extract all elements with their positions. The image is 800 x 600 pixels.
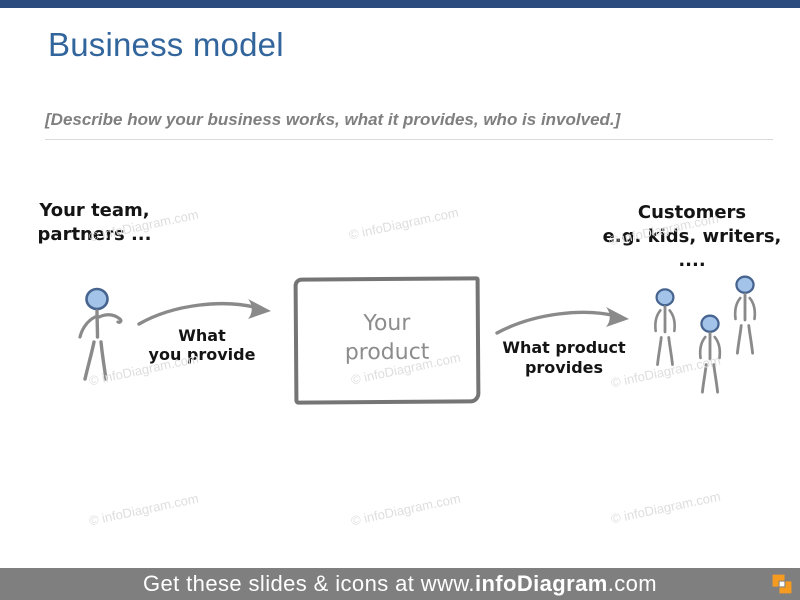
customers-label-line3: .... [678, 250, 706, 271]
left-arrow-label-line1: What [178, 326, 226, 345]
figure-head [85, 287, 109, 311]
slide-subtitle: [Describe how your business works, what … [45, 110, 621, 129]
subtitle-divider [45, 139, 773, 140]
infodiagram-logo-icon [772, 574, 792, 594]
footer-text-suffix: .com [607, 571, 657, 596]
footer-brand: infoDiagram [474, 571, 608, 596]
team-person-figure [78, 287, 123, 381]
product-label-line2: product [344, 339, 430, 366]
watermark: © infoDiagram.com [347, 204, 460, 243]
product-box: Your product [293, 276, 481, 405]
right-arrow-label-line1: What product [502, 338, 626, 357]
watermark: © infoDiagram.com [87, 490, 200, 529]
left-arrow-label: What you provide [140, 326, 264, 364]
footer-link[interactable]: Get these slides & icons at www.infoDiag… [143, 571, 657, 597]
product-box-label: Your product [298, 308, 476, 367]
footer-bar: Get these slides & icons at www.infoDiag… [0, 568, 800, 600]
customer-figure-2 [698, 314, 722, 394]
product-label-line1: Your [363, 310, 411, 337]
footer-text-prefix: Get these slides & icons at www. [143, 571, 475, 596]
left-flow-arrow [137, 299, 271, 326]
customers-label-line2: e.g. kids, writers, [602, 226, 782, 247]
customers-label: Customers e.g. kids, writers, .... [588, 201, 796, 273]
right-flow-arrow [495, 307, 629, 335]
right-arrow-label: What product provides [494, 338, 634, 378]
watermark: © infoDiagram.com [609, 488, 722, 527]
team-label-line1: Your team, [39, 200, 150, 221]
customer-figure-3 [733, 275, 757, 355]
watermark: © infoDiagram.com [349, 490, 462, 529]
page-title: Business model [48, 26, 284, 63]
top-accent-bar [0, 0, 800, 8]
team-label: Your team, partners ... [22, 199, 167, 247]
right-arrow-label-line2: provides [524, 358, 604, 377]
left-arrow-label-line2: you provide [148, 345, 256, 364]
customers-label-line1: Customers [637, 202, 747, 223]
team-label-line2: partners ... [37, 224, 152, 245]
customer-figure-1 [654, 288, 676, 366]
